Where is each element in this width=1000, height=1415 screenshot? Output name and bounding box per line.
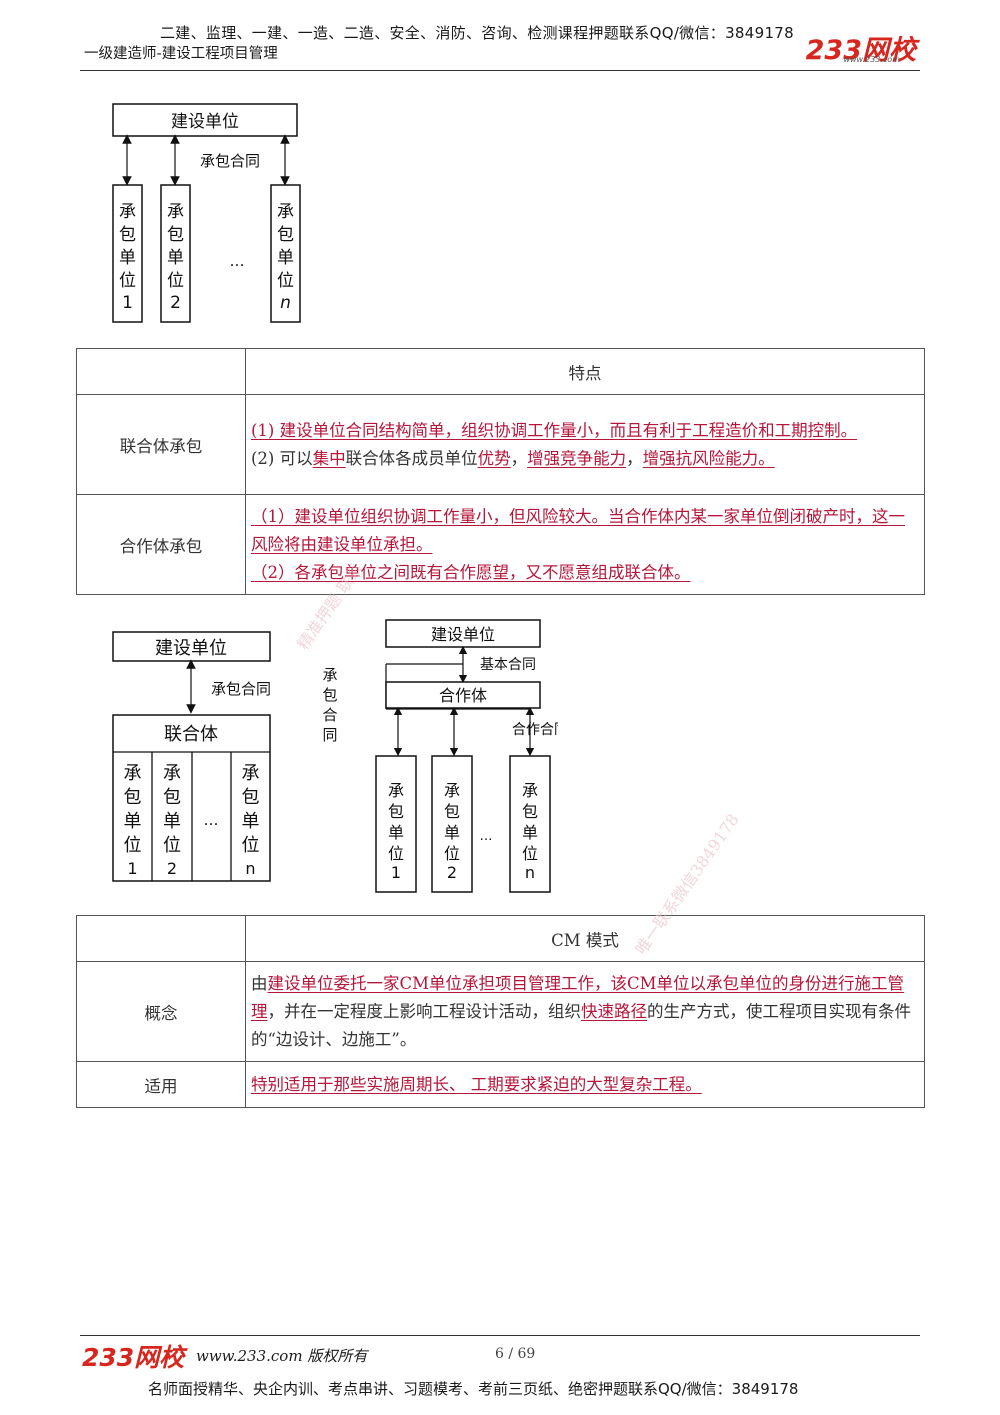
table1-row1-body: (1) 建设单位合同结构简单，组织协调工作量小，而且有利于工程造价和工期控制。 …: [245, 394, 925, 495]
table2-header: CM 模式: [245, 915, 925, 962]
d3-unit-number: 1: [391, 863, 401, 882]
d1-unit-char: 包: [119, 225, 136, 245]
d2-unit-char: 承: [163, 763, 181, 784]
d2-unit-char: 单: [163, 811, 181, 832]
d2-owner-label: 建设单位: [155, 638, 227, 659]
d1-unit-box: [270, 184, 301, 323]
d1-unit-char: 包: [167, 225, 184, 245]
d3-unit-number: 2: [447, 863, 457, 882]
d3-unit-char: 单: [522, 823, 538, 842]
d1-unit-box: [112, 184, 143, 323]
d2-contract-label: 承包合同: [211, 680, 271, 698]
d3-unit-char: 承: [388, 781, 404, 800]
d3-unit-char: 单: [444, 823, 460, 842]
diagram-cooperative: 建设单位 基本合同 合作体 承包合同 合作合同 承包单位1承包单位2承包单位n …: [322, 619, 558, 893]
d3-unit-box: [509, 755, 551, 893]
d2-unit-char: 承: [124, 763, 142, 784]
footer-promo-text: 名师面授精华、央企内训、考点串讲、习题模考、考前三页纸、绝密押题联系QQ/微信：…: [148, 1380, 799, 1398]
d2-unit-number: 2: [167, 859, 177, 878]
d1-ellipsis: …: [230, 252, 245, 270]
d1-unit-char: 单: [167, 248, 184, 268]
page-number: 6 / 69: [495, 1346, 536, 1362]
d3-ellipsis: …: [480, 829, 493, 844]
d1-unit-char: 包: [277, 225, 294, 245]
d3-unit-char: 位: [388, 844, 404, 863]
table1-header: 特点: [245, 348, 925, 395]
table2-row1-body: 由建设单位委托一家CM单位承担项目管理工作，该CM单位以承包单位的身份进行施工管…: [245, 961, 925, 1062]
table2-row2-label: 适用: [76, 1061, 246, 1108]
header-subtitle: 一级建造师-建设工程项目管理: [84, 46, 278, 62]
d3-coop-label: 合作体: [439, 686, 487, 705]
site-logo-url: www.233.com: [843, 55, 900, 64]
d1-unit-char: 承: [277, 202, 294, 222]
d2-unit-char: 包: [242, 787, 260, 808]
d1-unit-number: 2: [170, 293, 181, 313]
d3-unit-char: 位: [522, 844, 538, 863]
d3-unit-box: [431, 755, 473, 893]
d2-unit-char: 位: [163, 835, 181, 856]
d1-unit-char: 位: [119, 271, 136, 291]
table2-row1-label: 概念: [76, 961, 246, 1062]
d3-unit-char: 包: [444, 802, 460, 821]
d3-side-label-char: 合: [322, 706, 337, 724]
table2-empty-header: [76, 915, 246, 962]
d1-unit-char: 位: [167, 271, 184, 291]
d3-unit-box: [375, 755, 417, 893]
d1-unit-char: 位: [277, 271, 294, 291]
d2-unit-char: 承: [242, 763, 260, 784]
d3-side-label-char: 承: [322, 666, 337, 684]
d3-unit-char: 承: [444, 781, 460, 800]
d2-ellipsis: …: [204, 811, 219, 829]
d2-unit-char: 包: [124, 787, 142, 808]
d3-unit-char: 包: [388, 802, 404, 821]
table1-empty-header: [76, 348, 246, 395]
d3-side-label-char: 同: [322, 726, 337, 744]
d3-basic-contract-label: 基本合同: [480, 656, 536, 673]
d3-unit-char: 承: [522, 781, 538, 800]
d3-unit-number: n: [525, 863, 535, 882]
d3-unit-char: 单: [388, 823, 404, 842]
d3-unit-char: 包: [522, 802, 538, 821]
d1-unit-number: 1: [122, 293, 133, 313]
header-divider: [80, 70, 920, 71]
diagram-joint-venture: 建设单位 承包合同 联合体 承包单位1承包单位2承包单位n …: [112, 631, 271, 882]
d1-unit-number: n: [280, 293, 291, 313]
table-contract-modes: 特点 联合体承包 (1) 建设单位合同结构简单，组织协调工作量小，而且有利于工程…: [76, 348, 925, 595]
d3-unit-char: 位: [444, 844, 460, 863]
d3-coop-contract-label: 合作合同: [512, 722, 558, 738]
footer-logo[interactable]: 233网校: [82, 1343, 185, 1372]
d2-unit-char: 位: [242, 835, 260, 856]
d3-owner-label: 建设单位: [431, 625, 495, 644]
diagram-direct-contracting: 建设单位 承包合同 承包单位1承包单位2承包单位n …: [112, 103, 301, 323]
d2-unit-char: 单: [124, 811, 142, 832]
d1-contract-label: 承包合同: [200, 152, 260, 170]
footer-divider: [80, 1335, 920, 1336]
d1-unit-char: 单: [119, 248, 136, 268]
d1-unit-char: 单: [277, 248, 294, 268]
d1-unit-char: 承: [167, 202, 184, 222]
table1-row2-label: 合作体承包: [76, 494, 246, 595]
d1-unit-box: [160, 184, 191, 323]
d2-unit-number: 1: [127, 859, 137, 878]
d2-unit-char: 位: [124, 835, 142, 856]
d1-owner-label: 建设单位: [171, 112, 239, 132]
table1-row1-point1: (1) 建设单位合同结构简单，组织协调工作量小，而且有利于工程造价和工期控制。: [251, 420, 858, 440]
table1-row1-label: 联合体承包: [76, 394, 246, 495]
table1-row2-point1: （1）建设单位组织协调工作量小，但风险较大。当合作体内某一家单位倒闭破产时，这一…: [251, 506, 905, 554]
d2-jv-label: 联合体: [164, 724, 218, 745]
table2-row2-body: 特别适用于那些实施周期长、 工期要求紧迫的大型复杂工程。: [245, 1061, 925, 1108]
table-cm-mode: CM 模式 概念 由建设单位委托一家CM单位承担项目管理工作，该CM单位以承包单…: [76, 915, 925, 1108]
site-logo[interactable]: 233网校: [805, 35, 916, 66]
d1-unit-char: 承: [119, 202, 136, 222]
table1-row2-point2: （2）各承包单位之间既有合作愿望，又不愿意组成联合体。: [251, 562, 691, 582]
header-promo-text: 二建、监理、一建、一造、二造、安全、消防、咨询、检测课程押题联系QQ/微信：38…: [160, 24, 794, 42]
footer-copyright: www.233.com 版权所有: [196, 1347, 368, 1365]
d2-unit-number: n: [245, 859, 255, 878]
d3-side-label-char: 包: [322, 686, 337, 704]
table1-row2-body: （1）建设单位组织协调工作量小，但风险较大。当合作体内某一家单位倒闭破产时，这一…: [245, 494, 925, 595]
d2-unit-char: 包: [163, 787, 181, 808]
d2-unit-char: 单: [242, 811, 260, 832]
